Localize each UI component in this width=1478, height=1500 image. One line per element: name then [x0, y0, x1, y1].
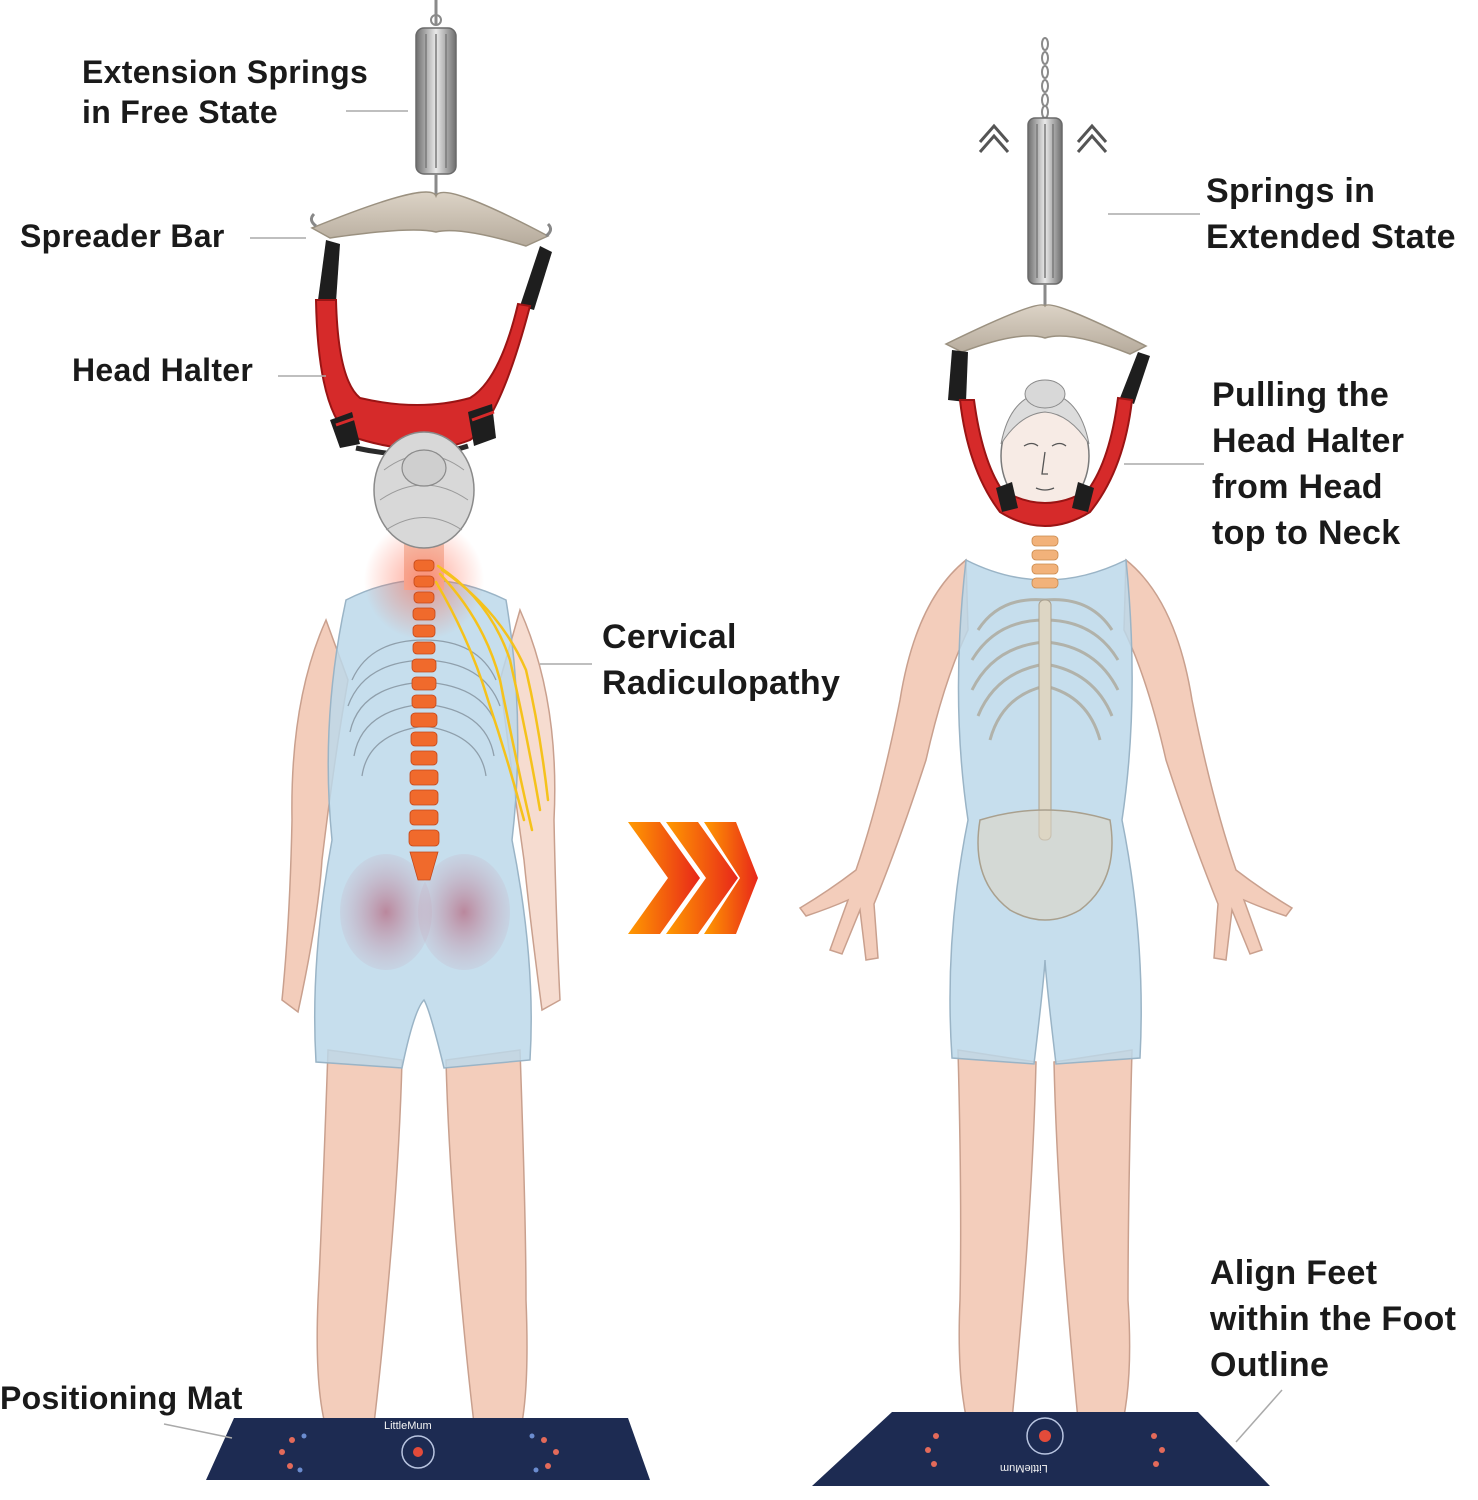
label-head-halter: Head Halter — [72, 350, 253, 390]
label-line: Springs in — [1206, 168, 1456, 214]
label-line: Positioning Mat — [0, 1378, 243, 1418]
label-line: Extension Springs — [82, 52, 368, 92]
label-line: Head Halter — [72, 350, 253, 390]
label-line: Align Feet — [1210, 1250, 1456, 1296]
label-positioning-mat: Positioning Mat — [0, 1378, 243, 1418]
label-line: within the Foot — [1210, 1296, 1456, 1342]
label-line: Extended State — [1206, 214, 1456, 260]
label-line: top to Neck — [1212, 510, 1404, 556]
right-positioning-mat — [812, 1412, 1270, 1486]
mat-brand-logo-right: LittleMum — [1000, 1462, 1048, 1474]
label-cervical-radiculopathy: Cervical Radiculopathy — [602, 614, 840, 706]
transition-chevron-arrow-icon — [628, 822, 758, 934]
label-align-feet: Align Feet within the Foot Outline — [1210, 1250, 1456, 1388]
label-springs-extended: Springs in Extended State — [1206, 168, 1456, 260]
label-line: from Head — [1212, 464, 1404, 510]
label-line: Outline — [1210, 1342, 1456, 1388]
label-line: Radiculopathy — [602, 660, 840, 706]
label-line: Head Halter — [1212, 418, 1404, 464]
label-line: in Free State — [82, 92, 368, 132]
spreader-bar-right — [946, 305, 1146, 354]
label-extension-springs: Extension Springs in Free State — [82, 52, 368, 132]
label-line: Pulling the — [1212, 372, 1404, 418]
mat-brand-logo-left: LittleMum — [384, 1420, 432, 1432]
label-line: Spreader Bar — [20, 216, 225, 256]
spreader-bar — [312, 192, 548, 246]
label-pulling-head-halter: Pulling the Head Halter from Head top to… — [1212, 372, 1404, 556]
label-line: Cervical — [602, 614, 840, 660]
right-traction-device — [946, 38, 1150, 404]
label-spreader-bar: Spreader Bar — [20, 216, 225, 256]
left-figure-back-view — [282, 432, 560, 1464]
